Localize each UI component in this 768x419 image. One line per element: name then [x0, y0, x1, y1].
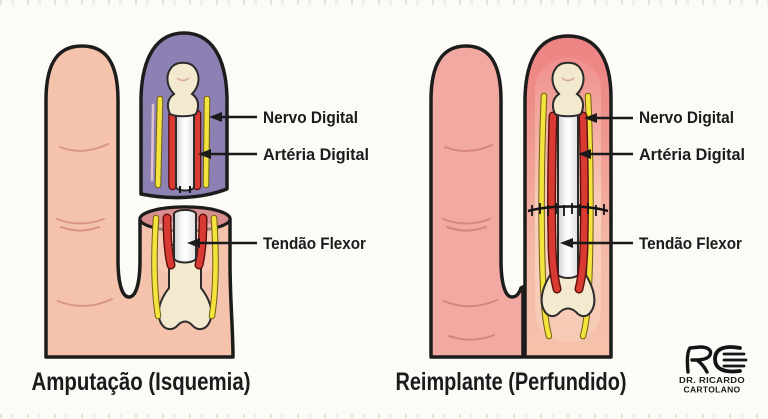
- tendon-arrowhead-icon: [187, 238, 200, 248]
- replant-distal-bone: [551, 61, 585, 118]
- replant-panel: Nervo Digital Artéria Digital Tendão Fle…: [396, 34, 745, 396]
- nerve-arrowhead-icon: [209, 112, 222, 122]
- tip-pale-strip: [150, 103, 155, 182]
- replant-digital-arteries: [547, 111, 589, 294]
- logo-name-line1: DR. RICARDO: [679, 375, 745, 385]
- tip-nerve-right: [203, 96, 210, 188]
- tip-digital-nerves: [154, 95, 211, 189]
- artery-label: Artéria Digital: [639, 145, 745, 164]
- artery-label: Artéria Digital: [263, 145, 369, 164]
- left-skin-creases: [56, 143, 113, 307]
- top-artifact-strip: [0, 0, 768, 5]
- digital-artery-left: [163, 214, 175, 269]
- replant-artery-left: [548, 112, 561, 293]
- logo-letter-c: [713, 345, 742, 374]
- amputation-panel: Nervo Digital Artéria Digital Tendão Fle…: [32, 31, 369, 396]
- nerve-label: Nervo Digital: [263, 108, 358, 127]
- distal-phalanx-bone: [166, 61, 200, 118]
- bottom-artifact-strip: [0, 414, 768, 418]
- artery-arrowhead-icon: [578, 149, 591, 159]
- tip-cut-marks: [179, 186, 191, 193]
- right-callouts: [560, 113, 633, 248]
- suture-line: [527, 203, 609, 216]
- replant-bone-shading-arc: [561, 77, 575, 82]
- replant-artery-right: [575, 112, 588, 293]
- flexor-tendon-replant: [557, 111, 579, 279]
- flexor-tendon-tip: [175, 111, 195, 192]
- replant-nerve-left: [539, 93, 552, 339]
- tip-nerve-left: [155, 96, 163, 188]
- replant-caption: Reimplante (Perfundido): [396, 368, 627, 396]
- logo-monogram-rc-icon: [685, 345, 748, 374]
- suture-seam: [527, 205, 609, 213]
- logo-letter-r: [685, 345, 713, 374]
- flexor-tendon-stump: [173, 209, 197, 264]
- right-hand: [429, 44, 525, 359]
- amputation-caption: Amputação (Isquemia): [32, 368, 251, 396]
- artery-arrowhead-icon: [198, 149, 211, 159]
- right-skin-creases: [442, 144, 498, 341]
- tendon-label: Tendão Flexor: [263, 234, 366, 253]
- tendon-label: Tendão Flexor: [639, 234, 742, 253]
- logo-speed-bars: [722, 352, 748, 368]
- nerve-arrowhead-icon: [584, 113, 597, 123]
- suture-stitches: [531, 203, 605, 216]
- logo: DR. RICARDO CARTOLANO: [679, 345, 748, 395]
- bone-shading-arc: [176, 77, 190, 82]
- digital-nerve-left: [152, 215, 161, 319]
- logo-name-line2: CARTOLANO: [684, 385, 741, 395]
- stump-digital-nerves: [151, 214, 219, 320]
- left-callouts: [187, 112, 257, 248]
- digital-nerve-right: [209, 215, 218, 319]
- tip-digital-arteries: [168, 109, 202, 191]
- nerve-label: Nervo Digital: [639, 108, 734, 127]
- tendon-arrowhead-icon: [560, 238, 573, 248]
